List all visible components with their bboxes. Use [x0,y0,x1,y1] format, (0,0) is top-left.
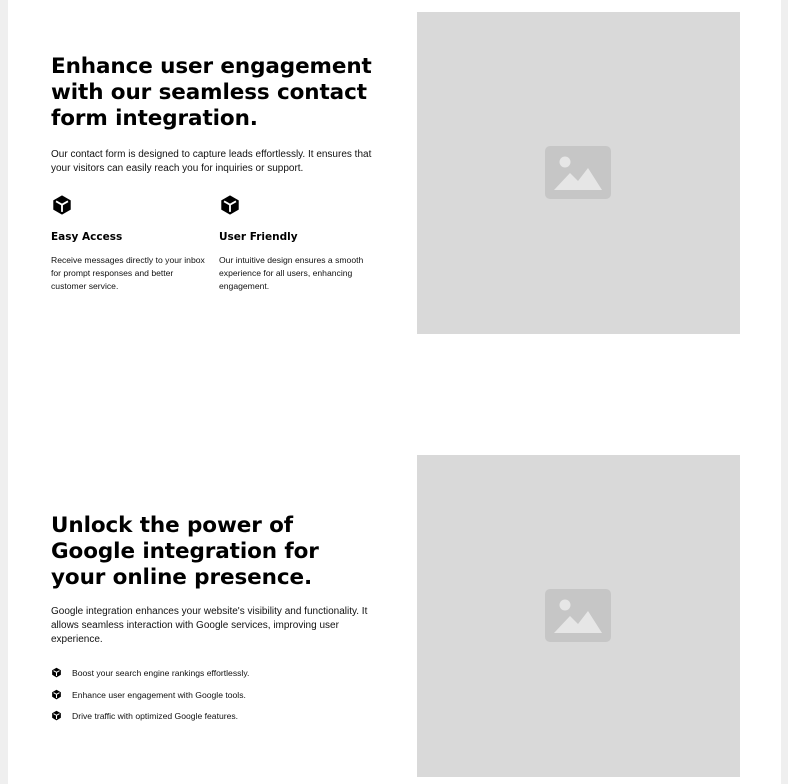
feature-title: Easy Access [51,231,123,243]
section-title: Enhance user engagement with our seamles… [51,54,372,131]
cube-icon [221,195,239,215]
feature-easy-access: Easy Access Receive messages directly to… [51,194,206,293]
image-placeholder [417,455,740,777]
list-item: Enhance user engagement with Google tool… [51,689,375,711]
feature-text: Our intuitive design ensures a smooth ex… [219,255,364,291]
cube-icon [52,710,61,721]
feature-text: Receive messages directly to your inbox … [51,255,205,291]
feature-list: Boost your search engine rankings effort… [51,667,375,732]
feature-user-friendly: User Friendly Our intuitive design ensur… [219,194,374,293]
image-placeholder-icon [545,589,611,642]
cube-icon [52,689,61,699]
image-placeholder-icon [545,146,611,199]
page: Enhance user engagement with our seamles… [8,0,781,784]
google-integration-text: Unlock the power of Google integration f… [51,513,375,732]
image-placeholder [417,12,740,334]
list-item-text: Boost your search engine rankings effort… [72,668,250,678]
section-description: Google integration enhances your website… [51,606,368,645]
section-description: Our contact form is designed to capture … [51,149,372,174]
list-item-text: Enhance user engagement with Google tool… [72,689,246,700]
feature-title: User Friendly [219,231,298,243]
contact-form-text: Enhance user engagement with our seamles… [51,54,375,176]
section-title: Unlock the power of Google integration f… [51,513,319,590]
list-item-text: Drive traffic with optimized Google feat… [72,711,239,721]
list-item: Drive traffic with optimized Google feat… [51,710,375,732]
list-item: Boost your search engine rankings effort… [51,667,375,689]
cube-icon [53,195,71,215]
cube-icon [52,667,61,678]
